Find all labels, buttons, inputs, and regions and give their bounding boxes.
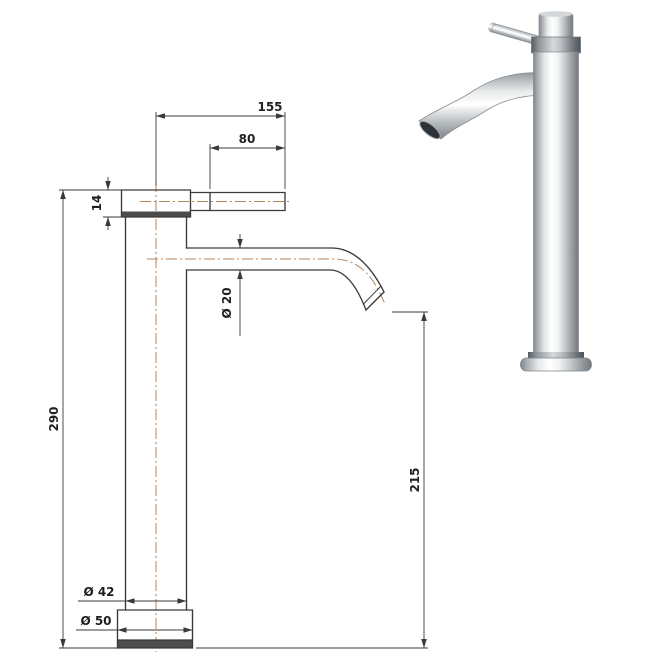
extension-line xyxy=(155,112,286,189)
dimension-height: 290 xyxy=(47,189,122,649)
faucet-render xyxy=(418,11,592,372)
collar-render xyxy=(531,36,581,54)
spout-outline xyxy=(185,247,385,311)
spout-outlet-opening xyxy=(419,120,441,140)
spout-rim-line xyxy=(362,286,381,305)
centerline-spout xyxy=(147,258,386,305)
handle-render xyxy=(488,22,543,46)
cap-seal-band xyxy=(121,211,191,217)
dimension-reach: 155 xyxy=(155,100,286,189)
spout-render xyxy=(418,72,547,140)
body-outline xyxy=(124,216,188,611)
dimension-handle: 80 xyxy=(209,132,285,189)
dim-label-spout-dia: Ø 20 xyxy=(220,287,234,318)
base-band xyxy=(117,640,193,648)
base-flange-render xyxy=(520,357,592,372)
body-render xyxy=(533,51,579,365)
dim-label-spout-height: 215 xyxy=(408,467,422,492)
dim-label-body-dia: Ø 42 xyxy=(83,585,114,599)
centerlines xyxy=(140,181,386,652)
dim-label-handle: 80 xyxy=(239,132,256,146)
cap-render xyxy=(538,12,574,40)
dimension-spout-height: 215 xyxy=(196,311,428,649)
dimension-spout-dia: Ø 20 xyxy=(220,234,243,336)
extension-line xyxy=(59,189,122,649)
cap-top-face xyxy=(539,11,573,17)
dimension-body-dia: Ø 42 xyxy=(78,585,187,604)
dim-label-cap: 14 xyxy=(90,195,104,212)
extension-line xyxy=(196,311,428,649)
dimension-cap: 14 xyxy=(90,177,122,230)
dim-label-height: 290 xyxy=(47,406,61,431)
cap-outline xyxy=(120,189,192,218)
dimension-base-dia: Ø 50 xyxy=(76,614,193,633)
dim-label-base-dia: Ø 50 xyxy=(80,614,111,628)
handle-lever-outline xyxy=(189,191,286,212)
base-step-render xyxy=(528,352,584,361)
orthographic-view: 155 80 14 290 Ø 20 xyxy=(47,100,428,652)
dim-label-reach: 155 xyxy=(257,100,282,114)
